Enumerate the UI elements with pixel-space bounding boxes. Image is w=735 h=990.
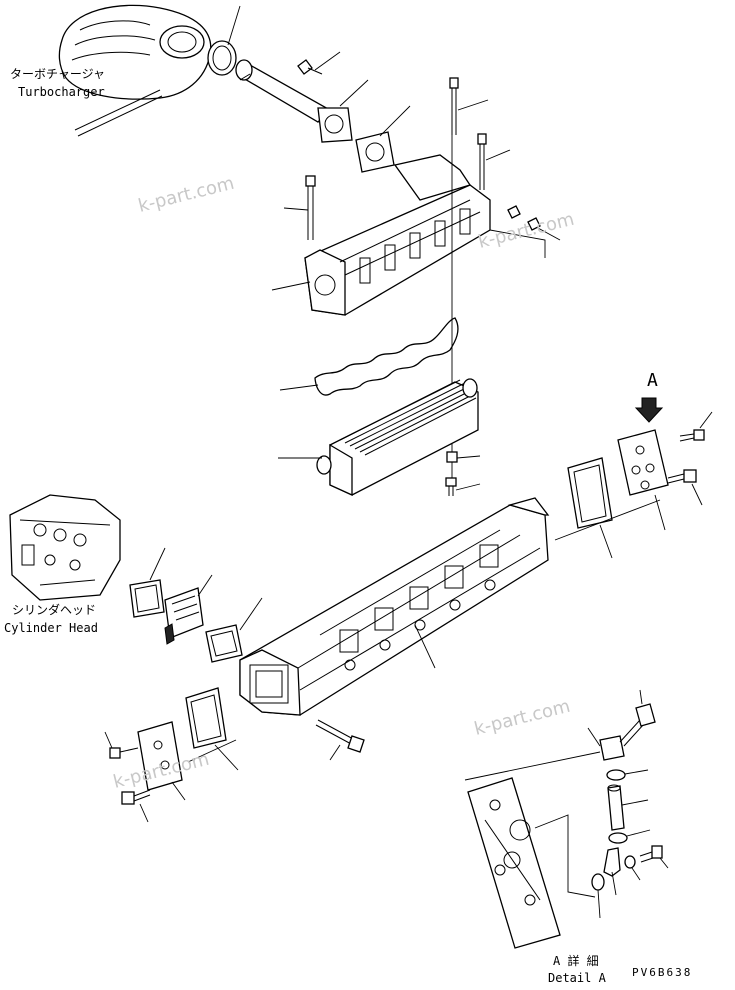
- cylinder-head-label-en: Cylinder Head: [4, 621, 98, 635]
- gasket: [129, 547, 166, 618]
- clamp-ring: [207, 5, 241, 76]
- heater-element: [164, 574, 213, 645]
- sensor: [587, 689, 656, 761]
- washer: [591, 873, 605, 919]
- bolt: [667, 469, 703, 506]
- gasket: [185, 687, 239, 771]
- view-arrow-icon: [634, 397, 664, 423]
- long-bolt: [315, 719, 365, 761]
- turbocharger-label-en: Turbocharger: [18, 85, 105, 99]
- gasket: [355, 105, 411, 173]
- o-ring: [606, 769, 649, 781]
- drawing-code: PV6B638: [632, 966, 692, 979]
- nut: [446, 451, 481, 463]
- gasket: [567, 457, 613, 559]
- watermark: k-part.com: [472, 696, 572, 740]
- cylinder-head: [9, 494, 121, 601]
- gasket: [205, 597, 263, 663]
- intake-manifold: [239, 497, 550, 716]
- detail-a-label-en: Detail A: [548, 971, 607, 985]
- turbocharger-label-jp: ターボチャージャ: [10, 67, 105, 81]
- long-bolt: [283, 175, 316, 240]
- cylinder-head-label-jp: シリンダヘッド: [12, 602, 96, 617]
- watermark: k-part.com: [136, 173, 236, 217]
- cover-plate: [137, 721, 186, 801]
- manifold-gasket: [279, 317, 459, 396]
- view-marker: A: [647, 370, 658, 391]
- long-bolt: [477, 133, 511, 190]
- bolt: [297, 51, 341, 75]
- bolt: [679, 411, 713, 442]
- watermark: k-part.com: [476, 209, 576, 253]
- bolt: [121, 789, 151, 823]
- bolt: [624, 845, 669, 881]
- detail-a-plate: [467, 777, 596, 949]
- pipe: [607, 784, 649, 831]
- bolt: [104, 731, 139, 759]
- o-ring: [608, 829, 651, 844]
- turbocharger: [58, 4, 212, 137]
- bolt: [445, 477, 481, 496]
- cover-plate: [617, 429, 669, 531]
- aftercooler-core: [278, 378, 479, 497]
- exhaust-manifold: [271, 154, 546, 316]
- connector-pipe: [235, 59, 369, 143]
- stud-nut: [507, 205, 561, 241]
- long-bolt: [449, 77, 489, 135]
- detail-a-label-jp: A 詳 細: [553, 953, 599, 968]
- elbow-fitting: [603, 847, 621, 896]
